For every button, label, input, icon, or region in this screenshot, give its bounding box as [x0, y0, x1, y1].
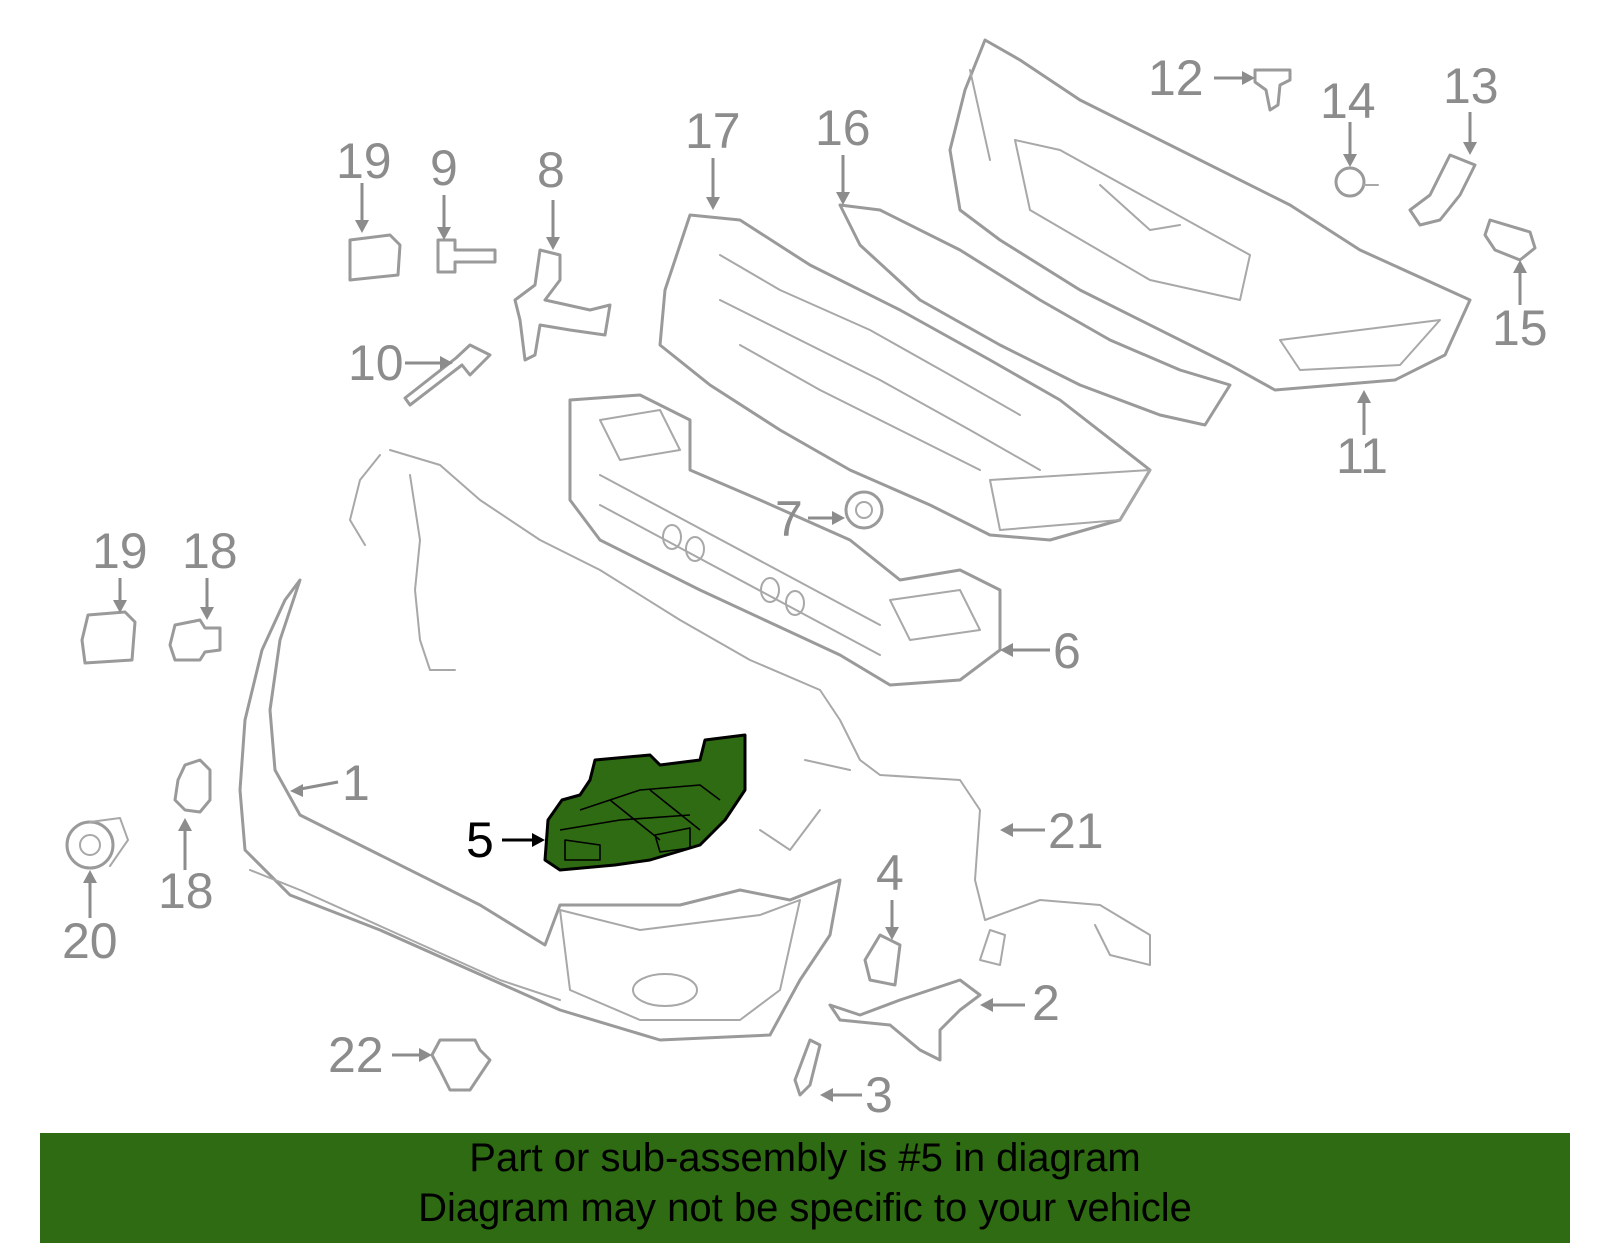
part-5-air-deflector-highlighted[interactable]: [543, 733, 747, 872]
part-18-sensor-lower[interactable]: [173, 758, 212, 814]
callout-4: 4: [876, 845, 904, 901]
part-4-clip[interactable]: [863, 933, 902, 987]
callout-14: 14: [1320, 73, 1376, 129]
callout-5: 5: [466, 812, 494, 868]
part-12-push-clip[interactable]: [1253, 68, 1292, 112]
banner-line-disclaimer: Diagram may not be specific to your vehi…: [418, 1186, 1192, 1230]
part-22-connector[interactable]: [430, 1038, 492, 1092]
part-7-grommet[interactable]: [844, 490, 884, 530]
callout-10: 10: [348, 335, 404, 391]
part-19-retainer-upper[interactable]: [348, 233, 402, 282]
parts-diagram: 1 2 3 4 5 6 7 8 9 10 11 12 13 14 15 16 1…: [62, 38, 1548, 1123]
callout-20: 20: [62, 913, 118, 969]
callout-8: 8: [537, 142, 565, 198]
callout-19-lower: 19: [92, 523, 148, 579]
part-3-clip[interactable]: [793, 1038, 822, 1097]
leader-arrows: [83, 71, 1527, 1102]
part-18-sensor-bracket-upper[interactable]: [168, 618, 222, 662]
part-9-bolt[interactable]: [436, 238, 497, 274]
callout-19-upper: 19: [336, 133, 392, 189]
part-8-bracket[interactable]: [513, 248, 612, 362]
callout-16: 16: [815, 100, 871, 156]
part-16-deflector[interactable]: [838, 203, 1232, 427]
callout-3: 3: [865, 1067, 893, 1123]
part-21-wiring-harness[interactable]: [349, 449, 1151, 966]
callout-9: 9: [430, 140, 458, 196]
part-13-bracket[interactable]: [1408, 153, 1477, 227]
part-6-reinforcement-beam[interactable]: [568, 393, 1002, 687]
part-10-rivet[interactable]: [403, 343, 492, 407]
callout-17: 17: [685, 103, 741, 159]
info-banner: Part or sub-assembly is #5 in diagram Di…: [40, 1133, 1570, 1243]
callout-12: 12: [1148, 50, 1204, 106]
part-2-bracket[interactable]: [828, 978, 982, 1062]
callout-1: 1: [342, 755, 370, 811]
callout-13: 13: [1443, 58, 1499, 114]
part-11-bumper-cover[interactable]: [948, 38, 1472, 392]
callout-11: 11: [1336, 428, 1388, 484]
part-15-clip[interactable]: [1483, 218, 1537, 262]
part-17-grille-frame[interactable]: [658, 213, 1152, 542]
callout-21: 21: [1048, 803, 1104, 859]
callout-6: 6: [1053, 623, 1081, 679]
callout-18-lower: 18: [158, 863, 214, 919]
banner-line-part-number: Part or sub-assembly is #5 in diagram: [469, 1136, 1141, 1180]
callout-18-upper: 18: [182, 523, 238, 579]
callout-22: 22: [328, 1027, 384, 1083]
callout-2: 2: [1032, 975, 1060, 1031]
callout-15: 15: [1492, 300, 1548, 356]
callout-7: 7: [775, 491, 803, 547]
part-14-nut[interactable]: [1334, 166, 1379, 198]
part-19-retainer-lower[interactable]: [80, 610, 137, 665]
part-20-grommet[interactable]: [65, 817, 129, 870]
part-1-bumper-cover[interactable]: [238, 578, 842, 1042]
